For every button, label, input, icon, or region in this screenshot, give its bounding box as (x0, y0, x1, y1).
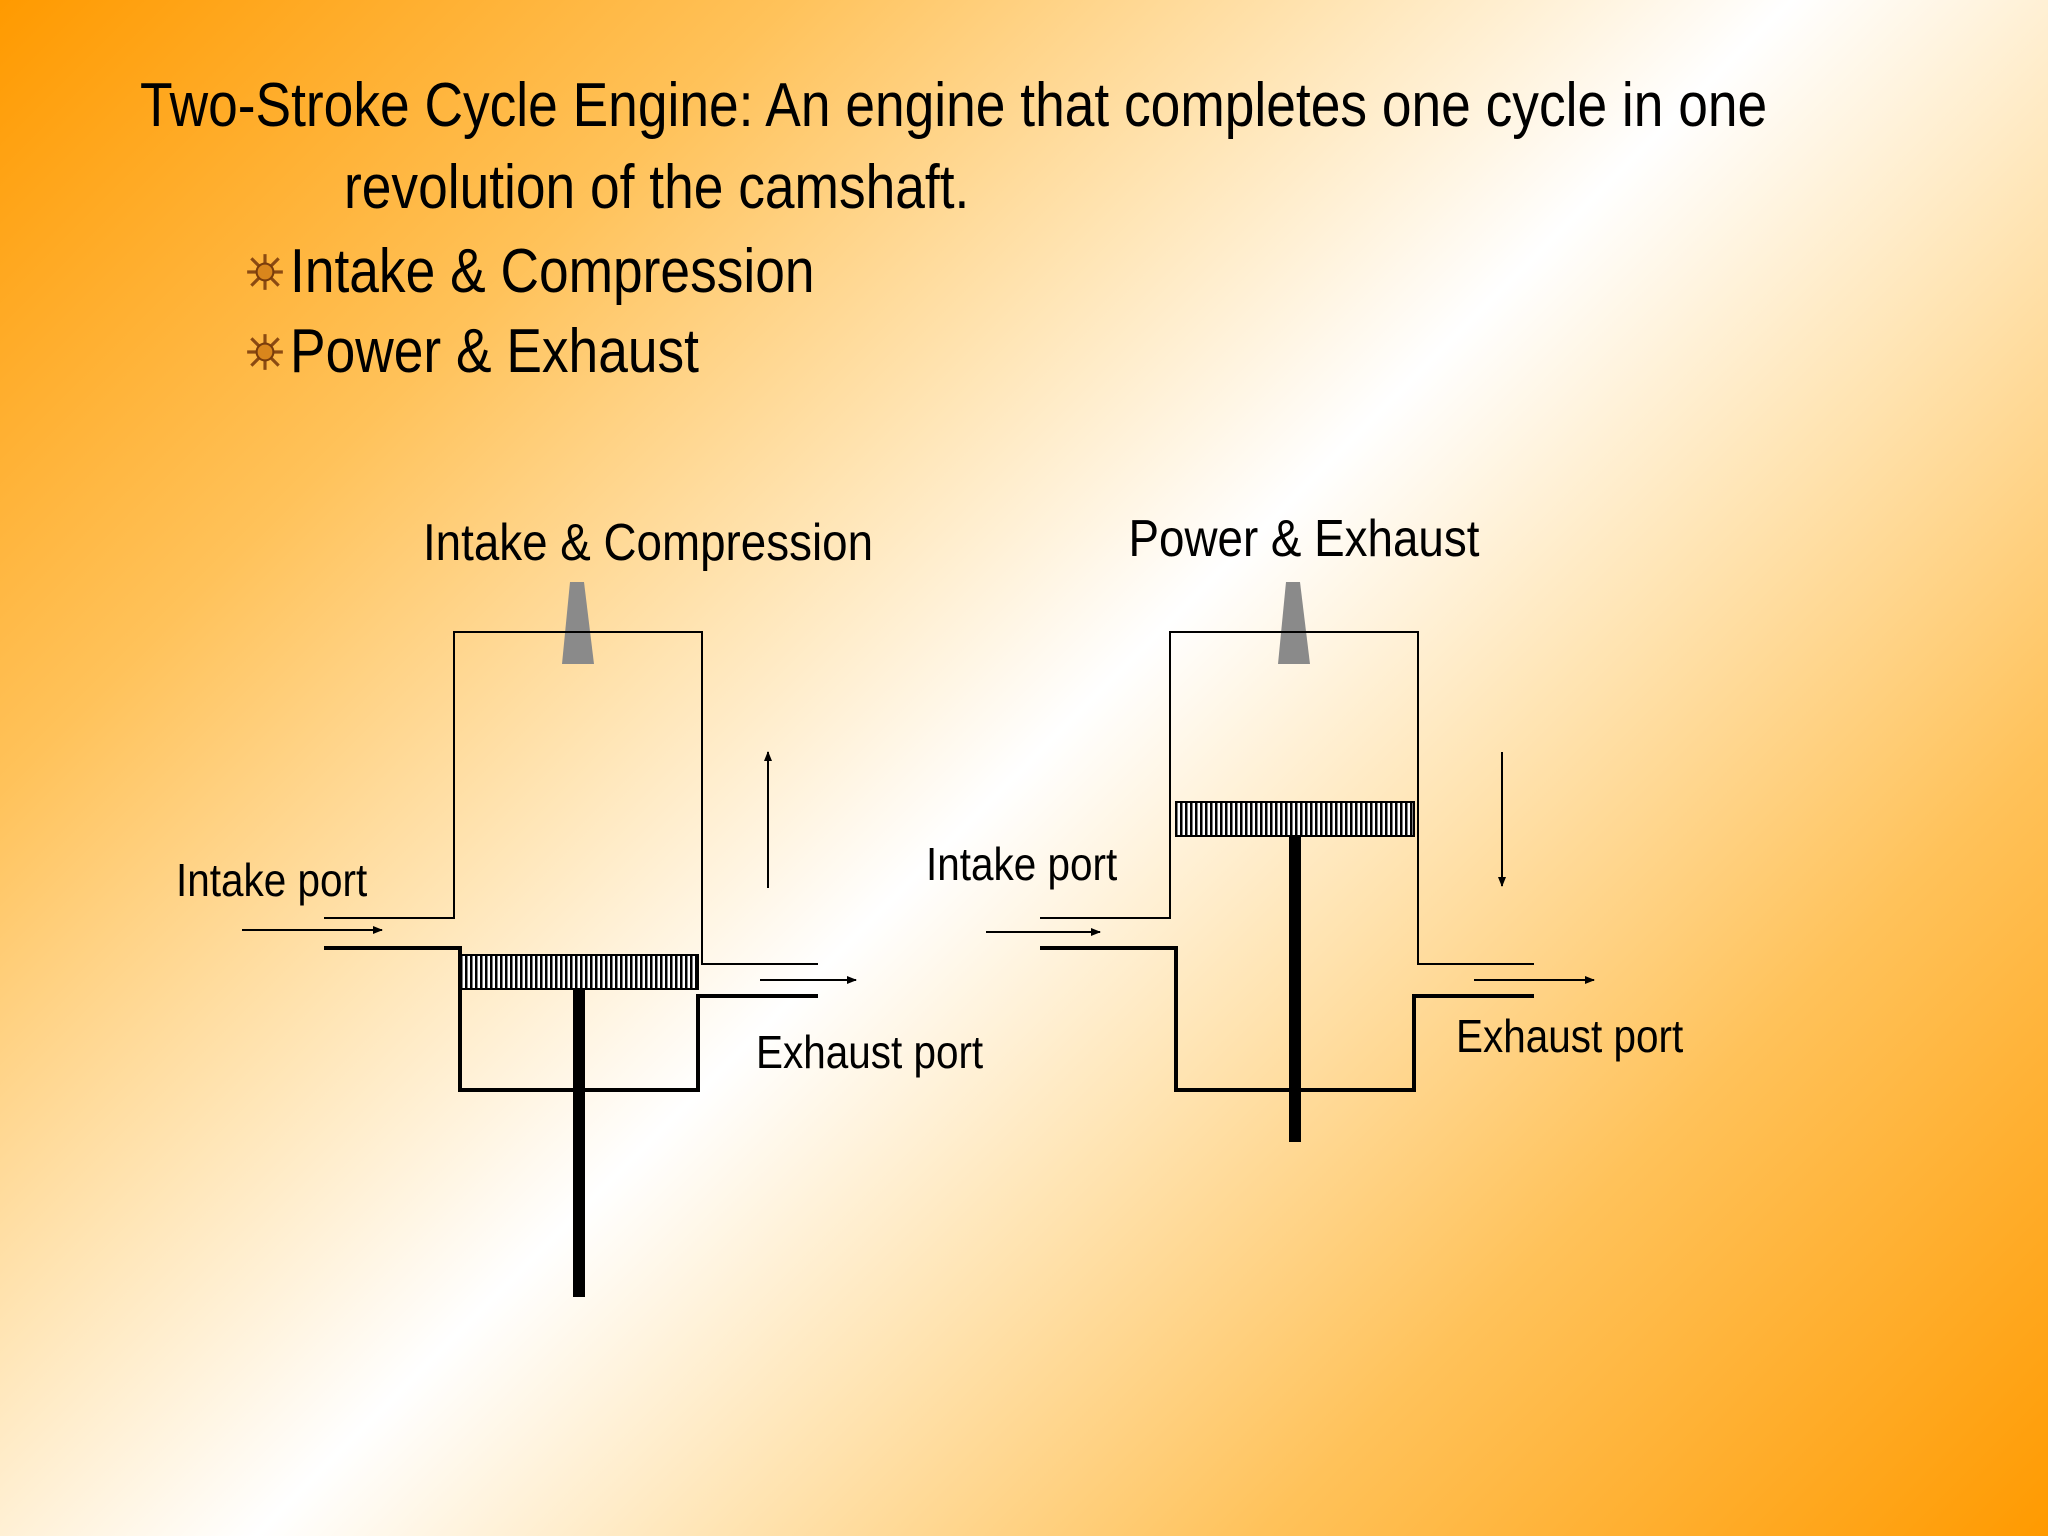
piston (459, 954, 699, 990)
cylinder-upper-wall (324, 631, 818, 965)
diagram-heading: Power & Exhaust (1129, 510, 1480, 567)
spark-plug (562, 582, 594, 664)
connecting-rod (573, 989, 585, 1297)
bullet-label: Power & Exhaust (290, 317, 699, 386)
exhaust-port-label: Exhaust port (756, 1028, 983, 1079)
connecting-rod (1289, 836, 1301, 1142)
diagram-intake-compression: Intake & Compression Intake port Exhaust… (176, 514, 983, 1297)
bullet-item: Intake & Compression (244, 232, 900, 312)
piston (1175, 801, 1415, 837)
cylinder-upper-wall (1040, 631, 1534, 965)
star-burst-icon (247, 334, 283, 370)
title-line-2: revolution of the camshaft. (344, 153, 970, 222)
spark-plug (1278, 582, 1310, 664)
bullet-label: Intake & Compression (290, 237, 815, 306)
diagram-power-exhaust: Power & Exhaust Intake port Exhaust port (926, 510, 1683, 1142)
exhaust-port-label: Exhaust port (1456, 1012, 1683, 1063)
star-burst-icon (247, 254, 283, 290)
intake-port-label: Intake port (926, 840, 1117, 891)
bullet-item: Power & Exhaust (244, 312, 766, 392)
title-line-1: Two-Stroke Cycle Engine: An engine that … (140, 71, 1768, 140)
diagram-heading: Intake & Compression (423, 514, 873, 571)
intake-port-label: Intake port (176, 856, 367, 907)
